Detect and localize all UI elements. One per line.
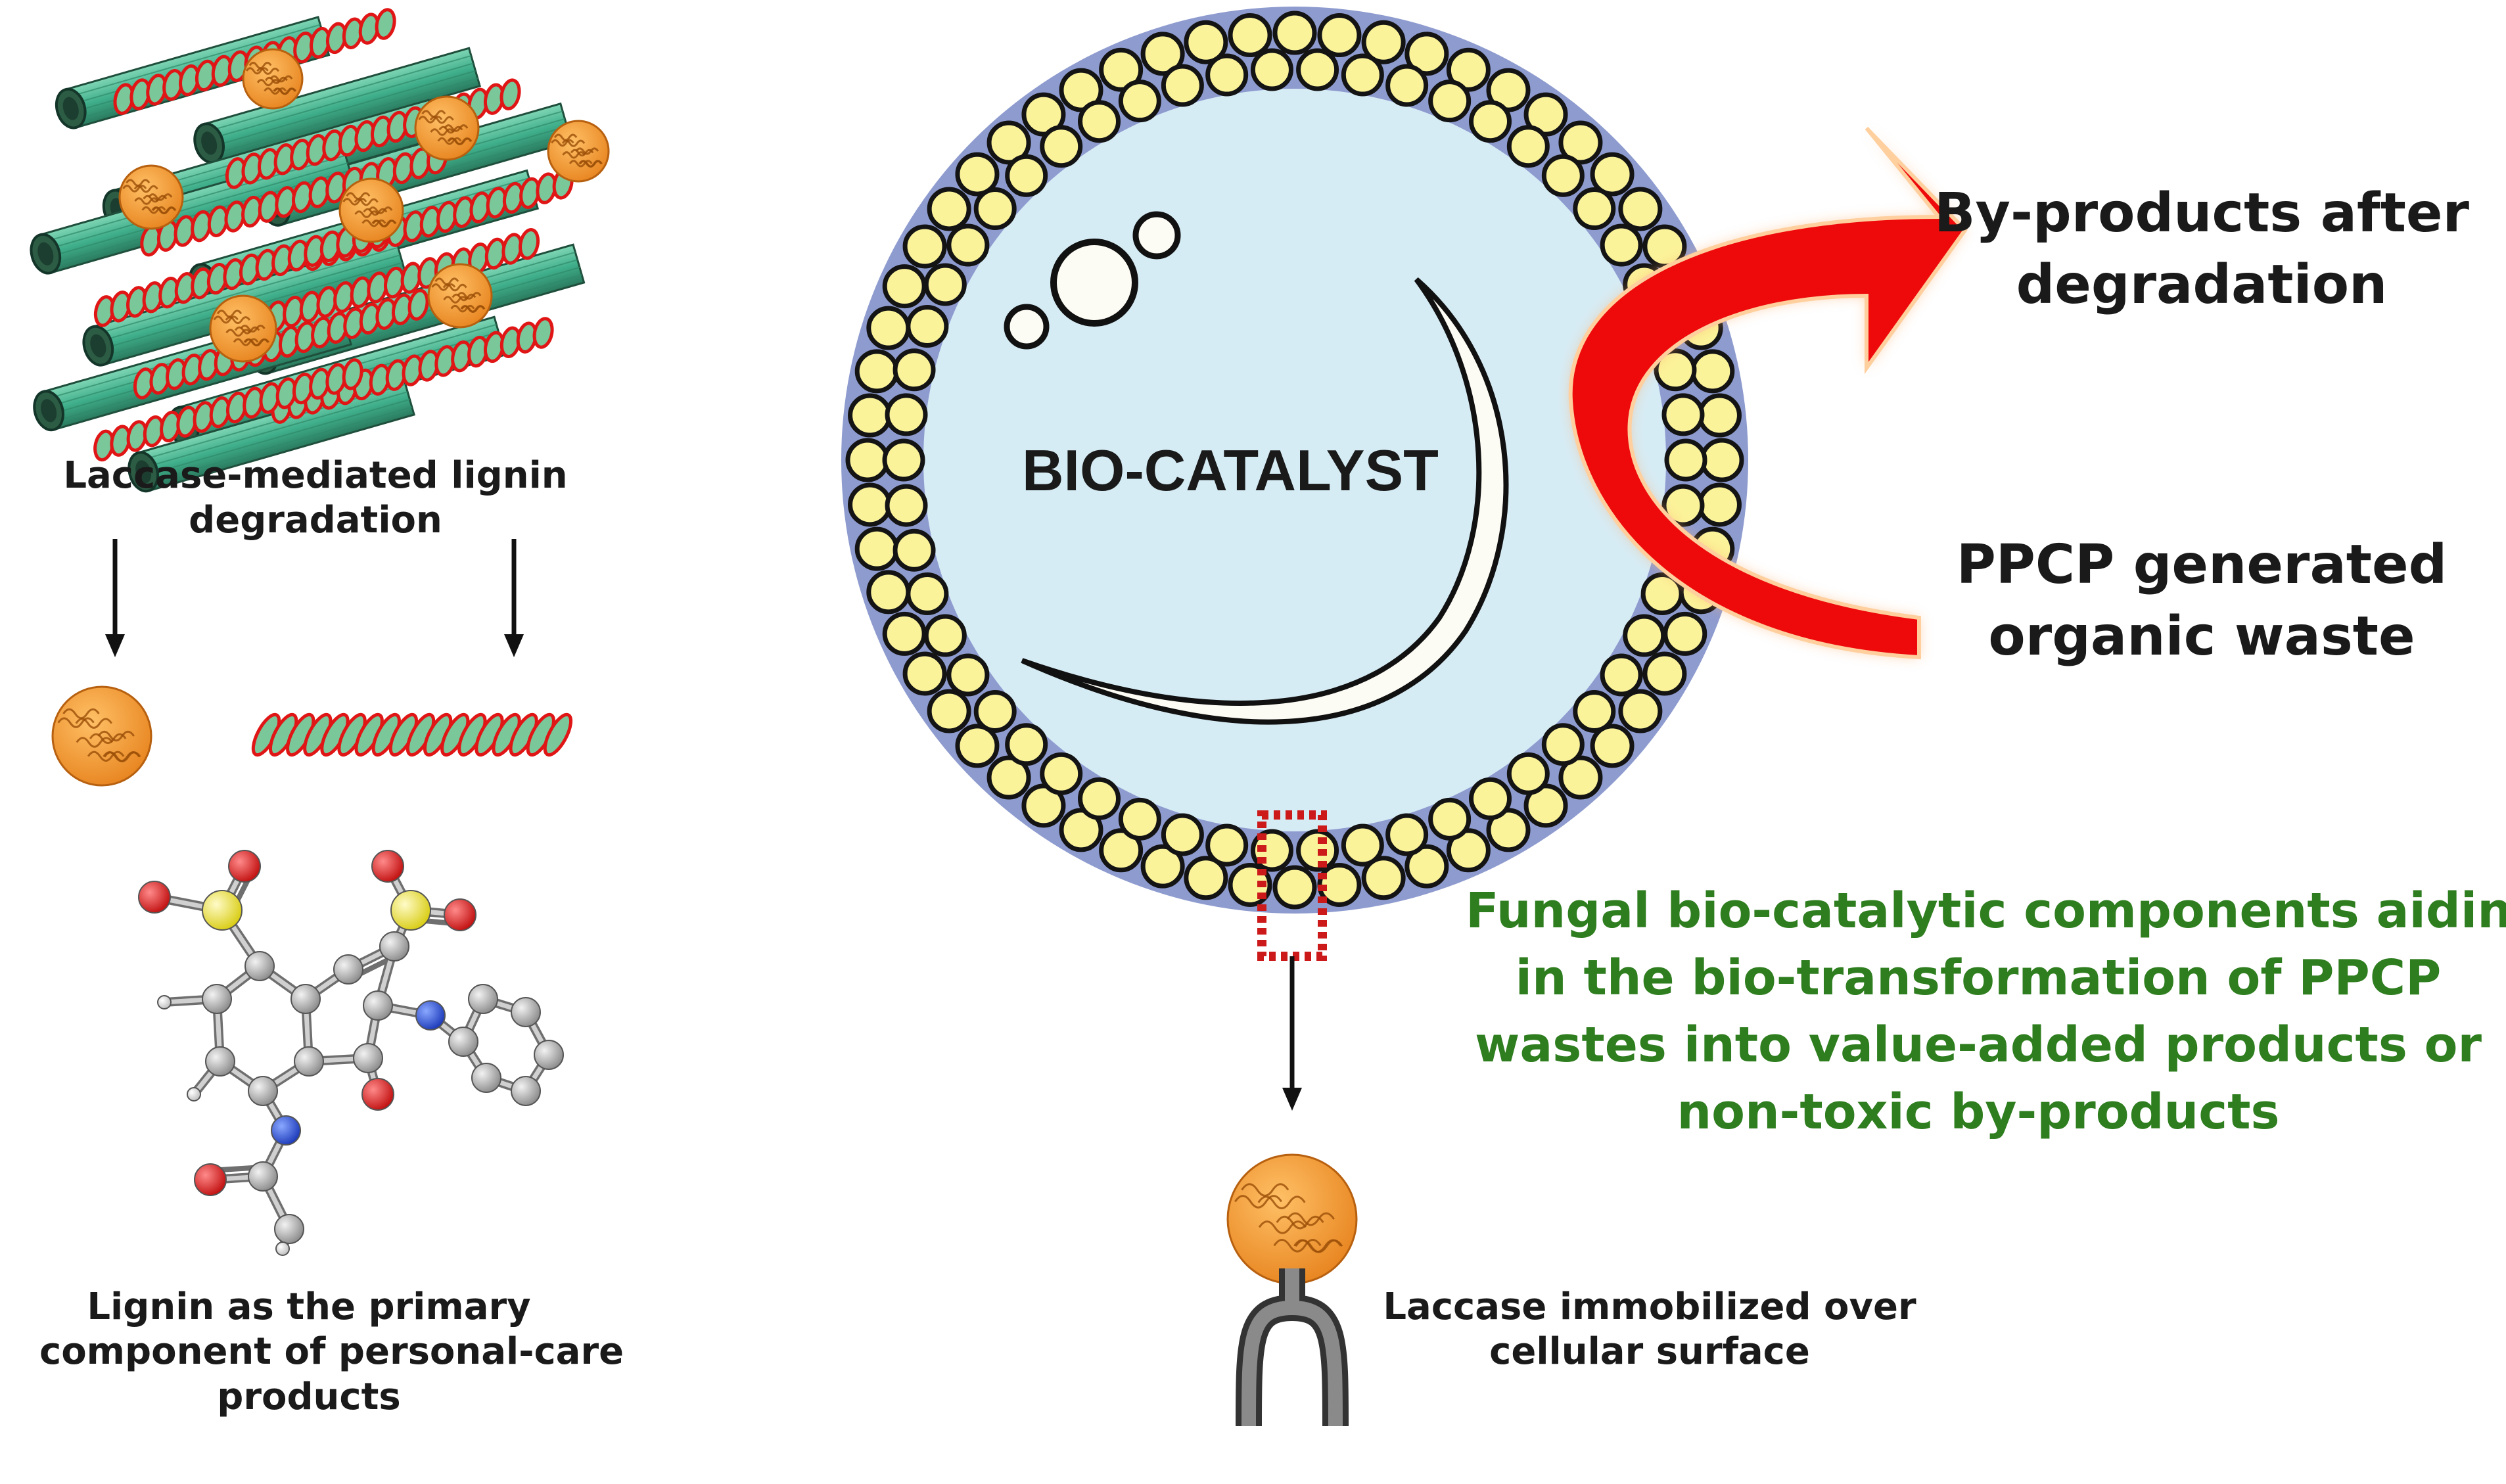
byproducts-label: By-products after degradation: [1934, 182, 2469, 317]
down-arrow-right: [504, 539, 524, 657]
laccase-immobilized-label: Laccase immobilized over cellular surfac…: [1383, 1286, 1916, 1374]
laccase-immobilized-icon: [1226, 1153, 1358, 1285]
cell-membrane-icon: [841, 7, 1748, 961]
lignin-helix-icon: [251, 712, 573, 757]
lignin-degradation-label: Laccase-mediated lignin degradation: [63, 454, 568, 542]
lignin-primary-label: Lignin as the primary component of perso…: [39, 1286, 624, 1418]
ppcp-waste-label: PPCP generated organic waste: [1956, 534, 2448, 668]
receptor-anchor-icon: [1236, 1268, 1349, 1427]
bio-catalyst-label: BIO-CATALYST: [1022, 438, 1439, 503]
molecule-structure-icon: [138, 850, 564, 1256]
down-arrow-left: [105, 539, 125, 657]
curved-red-arrow-icon: [1568, 126, 1968, 660]
fungal-note-label: Fungal bio-catalytic components aiding i…: [1466, 883, 2506, 1141]
down-arrow-cell: [1282, 956, 1302, 1111]
lignin-fiber-bundle-icon: [30, 8, 610, 493]
laccase-enzyme-icon: [51, 685, 152, 787]
